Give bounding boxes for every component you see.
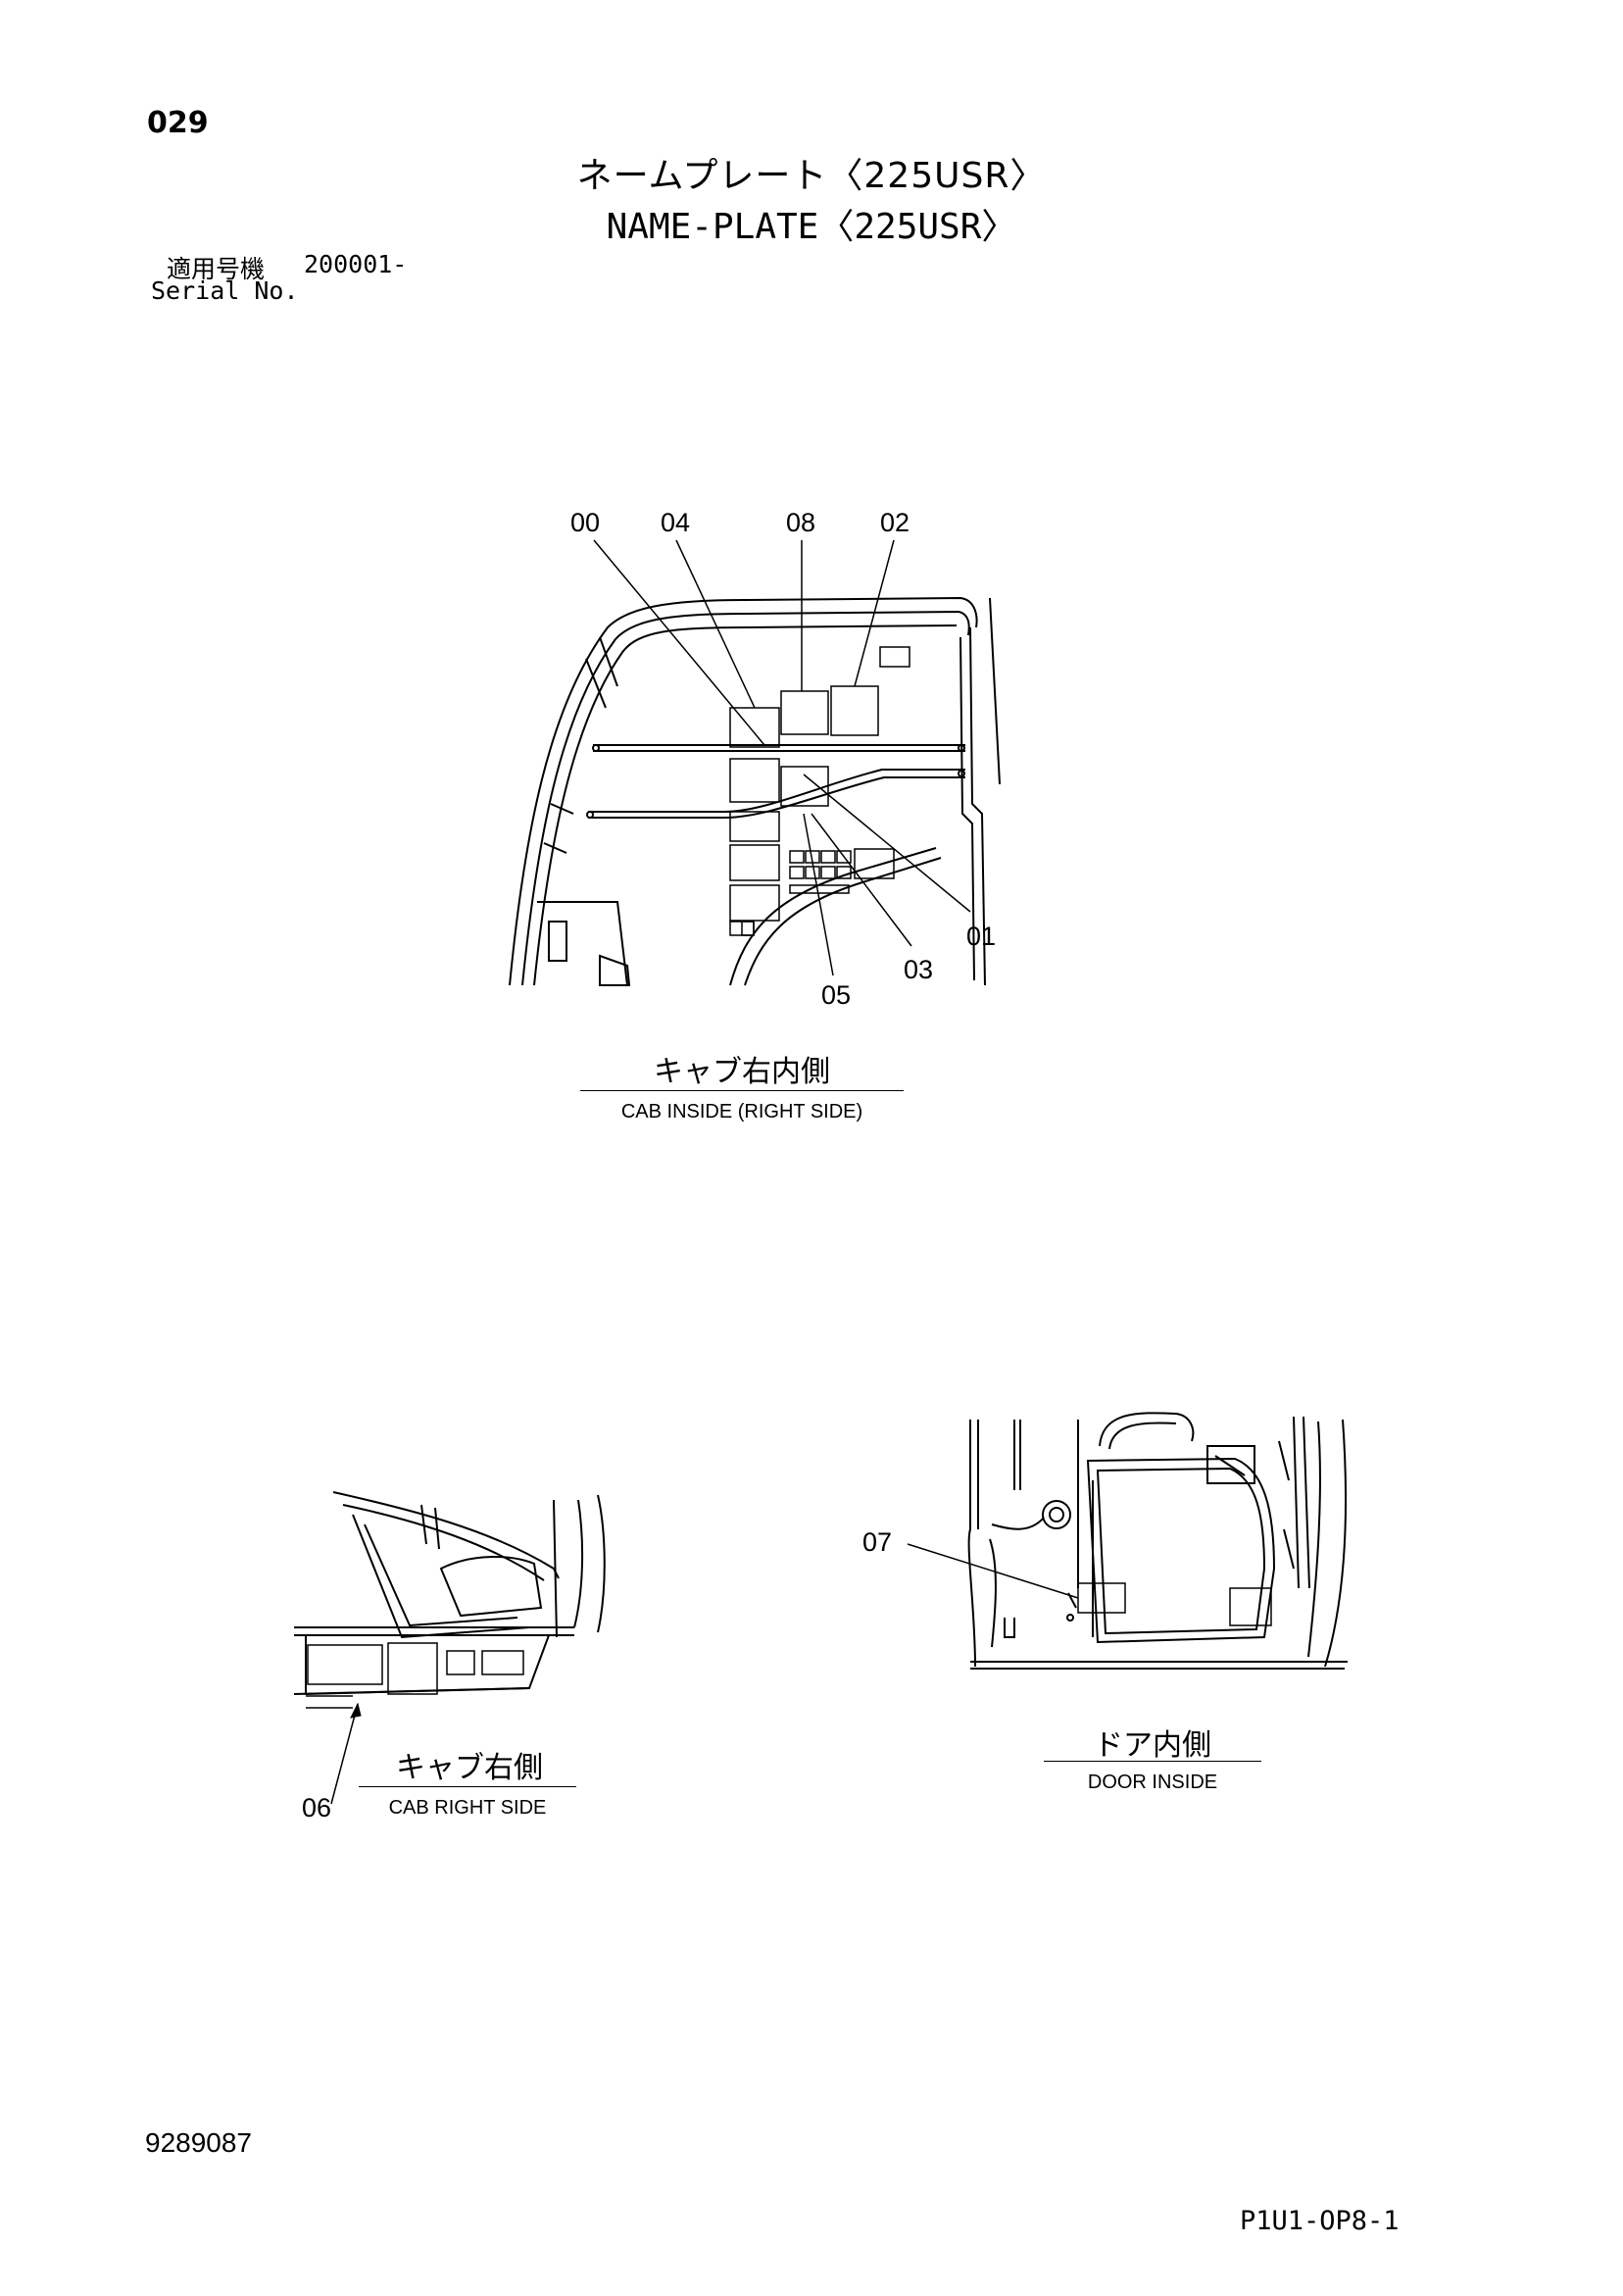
serial-label-jp: 適用号機 <box>167 255 266 283</box>
caption-cab-right-en: CAB RIGHT SIDE <box>388 1797 547 1819</box>
callout-06: 06 <box>302 1793 331 1822</box>
callout-04: 04 <box>661 508 690 537</box>
caption-divider <box>359 1786 576 1787</box>
caption-cab-right-jp: キャブ右側 <box>396 1751 543 1785</box>
serial-value: 200001- <box>304 250 408 278</box>
callout-05: 05 <box>821 980 851 1010</box>
document-number: 9289087 <box>145 2127 253 2158</box>
page-title-en: NAME-PLATE〈225USR〉 <box>606 207 1017 247</box>
caption-door-inside-jp: ドア内側 <box>1094 1728 1211 1763</box>
page-number: 029 <box>147 106 209 140</box>
cab-right-drawing: 06 <box>294 1491 606 1822</box>
callout-08: 08 <box>786 508 815 537</box>
callout-02: 02 <box>880 508 910 537</box>
caption-divider <box>580 1090 904 1091</box>
caption-divider <box>1044 1761 1261 1762</box>
sheet-code: P1U1-OP8-1 <box>1240 2206 1400 2236</box>
serial-label-en: Serial No. <box>151 276 299 305</box>
caption-door-inside-en: DOOR INSIDE <box>1087 1772 1218 1793</box>
door-inside-drawing: 07 <box>862 1412 1348 1670</box>
callout-03: 03 <box>904 955 933 984</box>
caption-cab-inside-jp: キャブ右内側 <box>654 1055 830 1089</box>
callout-07: 07 <box>862 1527 892 1557</box>
caption-cab-inside-en: CAB INSIDE (RIGHT SIDE) <box>620 1101 863 1123</box>
cab-inside-drawing: 00 04 08 02 01 03 05 <box>509 508 1001 1010</box>
page-title-jp: ネームプレート〈225USR〉 <box>576 156 1047 196</box>
callout-01: 01 <box>966 922 996 951</box>
callout-00: 00 <box>570 508 600 537</box>
